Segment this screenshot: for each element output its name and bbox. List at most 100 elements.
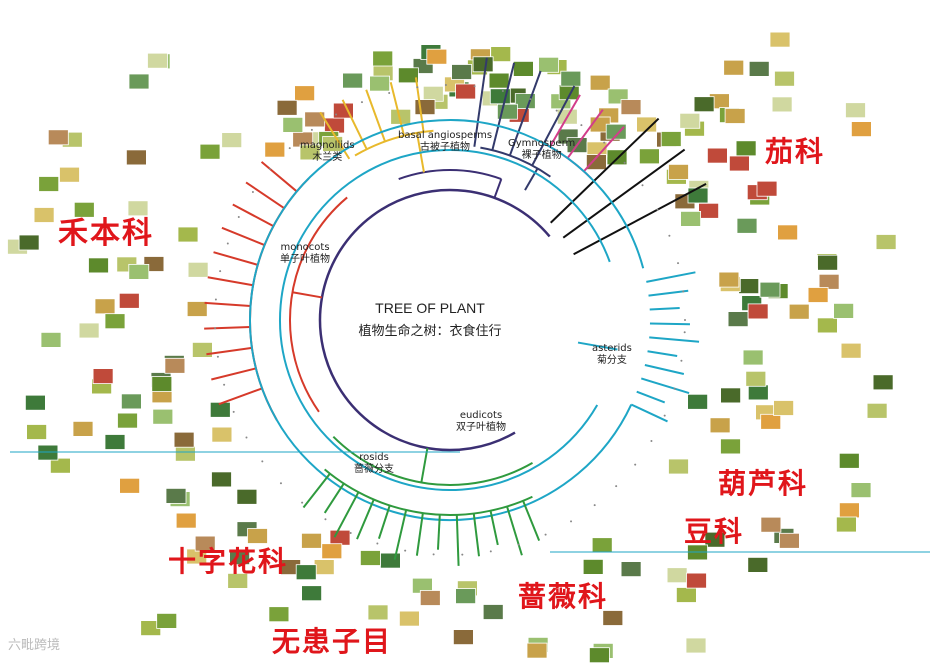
plant-photo — [105, 314, 125, 329]
branch-arc — [290, 197, 347, 411]
tip-dot — [556, 110, 558, 112]
tip-dot — [634, 464, 636, 466]
plant-photo — [757, 181, 777, 196]
plant-photo — [561, 71, 581, 86]
tip-dot — [445, 84, 447, 86]
plant-photo — [452, 65, 472, 80]
plant-photo — [661, 132, 681, 147]
plant-photo — [590, 75, 610, 90]
plant-photo — [680, 113, 700, 128]
plant-photo — [89, 258, 109, 273]
plant-photo — [370, 76, 390, 91]
plant-photo — [775, 71, 795, 86]
family-label-brassicaceae: 十字花科 — [168, 540, 288, 580]
tip-dot — [603, 142, 605, 144]
tip-dot — [404, 550, 406, 552]
plant-photo — [491, 47, 511, 62]
plant-photo — [237, 489, 257, 504]
plant-photo — [774, 401, 794, 416]
branch-line — [379, 505, 390, 538]
tip-dot — [684, 319, 686, 321]
plant-photo — [302, 586, 322, 601]
tip-dot — [650, 440, 652, 442]
tip-dot — [350, 532, 352, 534]
plant-photo — [19, 235, 39, 250]
plant-photo — [867, 403, 887, 418]
clade-label-magnoliids: magnoliids木兰类 — [300, 140, 355, 164]
plant-photo — [748, 304, 768, 319]
tip-dot — [529, 98, 531, 100]
plant-photo — [513, 61, 533, 76]
plant-photo — [423, 86, 443, 101]
plant-photo — [876, 235, 896, 250]
tip-dot — [668, 235, 670, 237]
plant-photo — [669, 164, 689, 179]
plant-photo — [729, 156, 749, 171]
family-label-solanaceae: 茄科 — [765, 130, 825, 170]
plant-photo — [699, 203, 719, 218]
plant-photo — [314, 560, 334, 575]
plant-photo — [456, 84, 476, 99]
plant-photo — [129, 74, 149, 89]
tip-dot — [361, 101, 363, 103]
plant-photo — [851, 483, 871, 498]
plant-photo — [748, 557, 768, 572]
plant-photo — [175, 446, 195, 461]
branch-line — [214, 252, 258, 265]
branch-line — [206, 348, 252, 354]
branch-line — [637, 392, 665, 403]
tip-dot — [324, 518, 326, 520]
branch-line — [222, 228, 265, 245]
branch-line — [417, 513, 423, 556]
branch-line — [649, 291, 689, 296]
branch-line — [649, 337, 699, 341]
plant-photo — [187, 302, 207, 317]
tip-dot — [615, 485, 617, 487]
branch-line — [474, 514, 479, 557]
plant-photo — [724, 60, 744, 75]
plant-photo — [836, 517, 856, 532]
plant-photo — [456, 589, 476, 604]
branch-line — [357, 499, 374, 539]
order-label-sapindales: 无患子目 — [272, 620, 392, 660]
plant-photo — [165, 358, 185, 373]
family-label-rosaceae: 蔷薇科 — [518, 575, 608, 615]
plant-photo — [728, 312, 748, 327]
plant-photo — [841, 343, 861, 358]
tip-dot — [433, 553, 435, 555]
plant-photo — [473, 57, 493, 72]
plant-photo — [166, 488, 186, 503]
plant-photo — [589, 648, 609, 663]
plant-photo — [818, 255, 838, 270]
tip-dot — [245, 437, 247, 439]
tree-title-zh: 植物生命之树：衣食住行 — [340, 320, 520, 339]
tree-title-en: TREE OF PLANT — [340, 300, 520, 316]
plant-photo — [192, 342, 212, 357]
plant-photo — [839, 503, 859, 518]
plant-photo — [302, 533, 322, 548]
plant-photo — [48, 130, 68, 145]
plant-photo — [212, 427, 232, 442]
plant-photo — [73, 421, 93, 436]
plant-photo — [373, 51, 393, 66]
plant-photo — [200, 144, 220, 159]
tip-dot — [233, 411, 235, 413]
plant-photo — [178, 227, 198, 242]
plant-photo — [120, 478, 140, 493]
tip-dot — [217, 356, 219, 358]
plant-photo — [817, 318, 837, 333]
watermark: 六毗跨境 — [8, 634, 60, 653]
branch-line — [648, 351, 678, 356]
plant-photo — [834, 303, 854, 318]
tip-dot — [642, 184, 644, 186]
plant-photo — [39, 177, 59, 192]
plant-photo — [222, 133, 242, 148]
tip-dot — [311, 129, 313, 131]
tip-dot — [684, 331, 686, 333]
branch-line — [641, 378, 689, 393]
tip-dot — [214, 327, 216, 329]
tip-dot — [388, 92, 390, 94]
plant-photo — [93, 369, 113, 384]
tip-dot — [252, 191, 254, 193]
branch-line — [233, 205, 274, 227]
